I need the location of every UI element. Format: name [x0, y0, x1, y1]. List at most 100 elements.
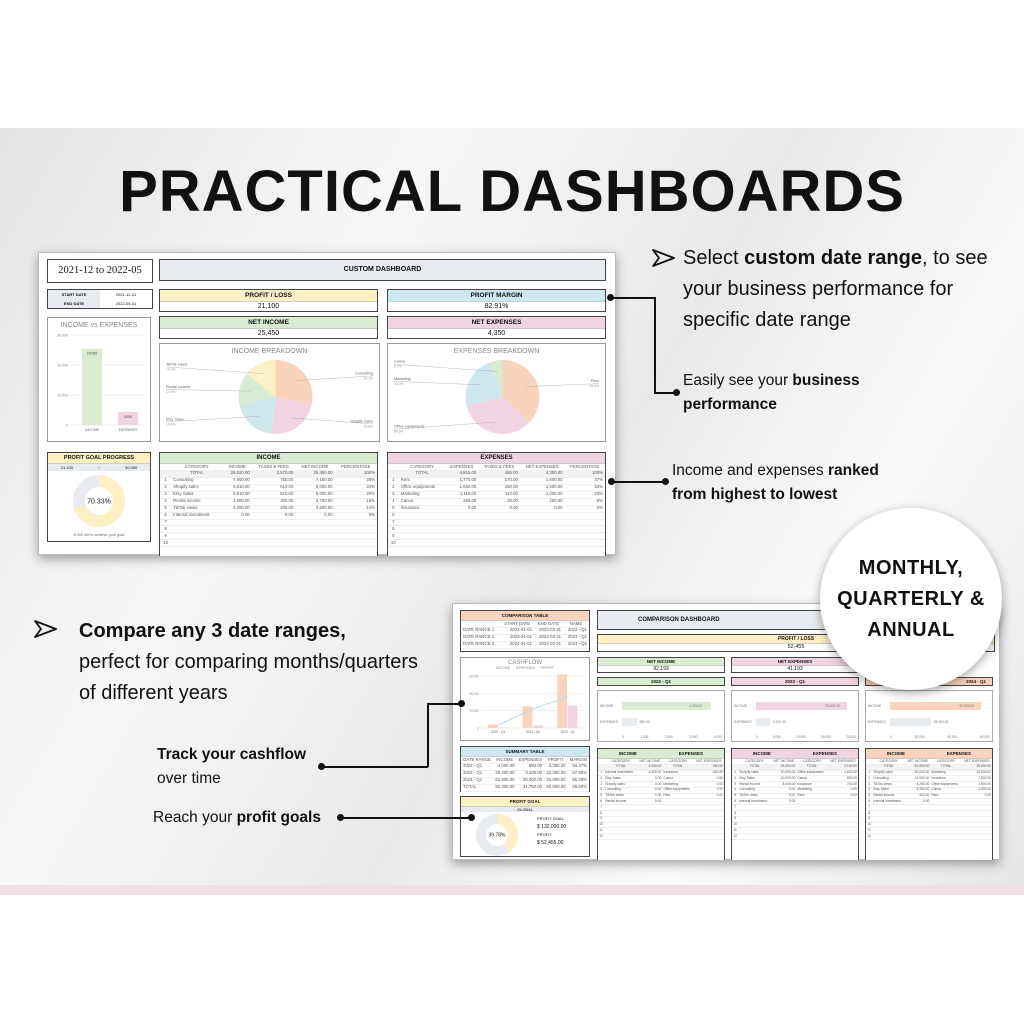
table-cell[interactable]: DATE RANGE 2: [461, 634, 501, 642]
table-cell[interactable]: Canva: [398, 498, 446, 506]
table-cell[interactable]: 14%: [334, 505, 377, 513]
table-cell[interactable]: 0.00: [637, 798, 663, 806]
table-cell[interactable]: TOTAL: [461, 784, 494, 792]
table-cell[interactable]: 28%: [334, 477, 377, 485]
table-cell[interactable]: Consulting: [872, 775, 906, 783]
table-cell[interactable]: 15%: [334, 498, 377, 506]
table-cell[interactable]: Internal investment: [738, 798, 772, 806]
table-cell[interactable]: DATE RANGE 1: [461, 627, 501, 635]
table-cell[interactable]: Rental income: [872, 793, 906, 800]
table-cell[interactable]: 3,100.00: [516, 770, 545, 778]
table-cell[interactable]: 20%: [334, 491, 377, 499]
table-cell[interactable]: 0.00: [771, 798, 797, 806]
table-cell[interactable]: 0%: [564, 505, 605, 513]
table-cell[interactable]: 0.00: [637, 775, 663, 783]
table-cell[interactable]: 610.00: [251, 484, 296, 492]
table-cell[interactable]: 2022 - Q1: [461, 763, 494, 771]
table-cell[interactable]: 1,000.00: [519, 491, 565, 499]
table-cell[interactable]: Rent: [930, 793, 962, 800]
table-cell[interactable]: TikTok views: [171, 505, 223, 513]
table-cell[interactable]: 800.00: [827, 775, 858, 783]
table-cell[interactable]: TikTok views: [872, 781, 906, 788]
table-cell[interactable]: Consulting: [604, 787, 638, 794]
table-cell[interactable]: 0.00: [693, 775, 724, 783]
table-cell[interactable]: 62,900.00: [493, 777, 517, 785]
table-cell[interactable]: 7,150.00: [295, 477, 335, 485]
table-cell[interactable]: 0.00: [222, 512, 252, 520]
table-cell[interactable]: Etsy Sales: [604, 775, 638, 783]
table-cell[interactable]: 23%: [564, 491, 605, 499]
table-cell[interactable]: 65.60%: [567, 784, 589, 792]
table-cell[interactable]: 700.00: [827, 781, 858, 788]
table-cell[interactable]: 300.00: [251, 498, 296, 506]
table-cell[interactable]: 2022-03-31: [533, 627, 564, 635]
table-cell[interactable]: 1,600.00: [519, 477, 565, 485]
table-cell[interactable]: 0.00: [827, 793, 858, 800]
table-cell[interactable]: Etsy Sales: [872, 787, 906, 794]
table-cell[interactable]: 150.00: [478, 484, 520, 492]
table-cell[interactable]: 31,750.00: [516, 784, 545, 792]
table-cell[interactable]: 0.00: [905, 798, 931, 806]
table-cell[interactable]: 650.00: [693, 770, 724, 777]
table-cell[interactable]: 3,600.00: [295, 505, 335, 513]
table-cell[interactable]: 510.00: [251, 491, 296, 499]
table-cell[interactable]: 1,500.00: [961, 781, 992, 788]
table-cell[interactable]: 0.00: [693, 781, 724, 788]
table-cell[interactable]: Canva: [662, 775, 694, 783]
table-cell[interactable]: 5,510.00: [222, 491, 252, 499]
table-cell[interactable]: Office equipments: [930, 781, 962, 788]
table-cell[interactable]: TikTok views: [738, 793, 772, 800]
table-cell[interactable]: Internal investment: [604, 770, 638, 777]
table-cell[interactable]: 6,610.00: [222, 484, 252, 492]
table-cell[interactable]: 0.00: [445, 505, 479, 513]
table-cell[interactable]: Internal investment: [171, 512, 223, 520]
table-cell[interactable]: Marketing: [930, 770, 962, 777]
table-cell[interactable]: 1,770.00: [445, 477, 479, 485]
table-cell[interactable]: DATE RANGE 3: [461, 641, 501, 649]
table-cell[interactable]: 7,500.00: [961, 775, 992, 783]
table-cell[interactable]: 0.00: [771, 793, 797, 800]
start-date-input[interactable]: 2021-12-01: [115, 292, 137, 297]
table-cell[interactable]: Office equipments: [662, 787, 694, 794]
table-cell[interactable]: 2023 - Q1: [461, 770, 494, 778]
table-cell[interactable]: 0.00: [961, 793, 992, 800]
table-cell[interactable]: 2022-01-01: [500, 627, 534, 635]
table-cell[interactable]: 5,400.00: [771, 781, 797, 788]
table-cell[interactable]: 3,350.00: [544, 763, 568, 771]
table-cell[interactable]: 0.00: [637, 781, 663, 788]
table-cell[interactable]: 0.00: [295, 512, 335, 520]
table-cell[interactable]: 10,000.00: [771, 770, 797, 777]
table-cell[interactable]: 2023 - Q1: [563, 634, 589, 642]
table-cell[interactable]: Canva: [796, 775, 828, 783]
table-cell[interactable]: 4,250.00: [905, 781, 931, 788]
table-cell[interactable]: 285.00: [445, 498, 479, 506]
table-cell[interactable]: Etsy Sales: [738, 775, 772, 783]
table-cell[interactable]: 24,000.00: [905, 775, 931, 783]
table-cell[interactable]: 19,500.00: [961, 770, 992, 777]
table-cell[interactable]: Office equipments: [398, 484, 446, 492]
table-cell[interactable]: 0.00: [519, 505, 565, 513]
table-cell[interactable]: 4,000.00: [222, 498, 252, 506]
table-cell[interactable]: 0.00: [771, 787, 797, 794]
table-cell[interactable]: 400.00: [905, 793, 931, 800]
table-cell[interactable]: Canva: [930, 787, 962, 794]
table-cell[interactable]: Marketing: [398, 491, 446, 499]
table-cell[interactable]: 25,400.00: [493, 770, 517, 778]
table-cell[interactable]: 110.00: [478, 491, 520, 499]
table-cell[interactable]: 1,500.00: [961, 787, 992, 794]
table-cell[interactable]: 55.48%: [567, 777, 589, 785]
table-cell[interactable]: 4,000.00: [222, 505, 252, 513]
table-cell[interactable]: 1,500.00: [519, 484, 565, 492]
table-cell[interactable]: Office equipments: [796, 770, 828, 777]
table-cell[interactable]: 1,110.00: [445, 491, 479, 499]
table-cell[interactable]: Rent: [662, 793, 694, 800]
table-cell[interactable]: 30,000.00: [905, 770, 931, 777]
table-cell[interactable]: 28,000.00: [516, 777, 545, 785]
table-cell[interactable]: 6,000.00: [295, 484, 335, 492]
table-cell[interactable]: 87.80%: [567, 770, 589, 778]
table-cell[interactable]: Shopify sales: [738, 770, 772, 777]
table-cell[interactable]: 250.00: [519, 498, 565, 506]
table-cell[interactable]: 0.00: [251, 512, 296, 520]
table-cell[interactable]: Rental income: [738, 781, 772, 788]
table-cell[interactable]: 24%: [334, 484, 377, 492]
